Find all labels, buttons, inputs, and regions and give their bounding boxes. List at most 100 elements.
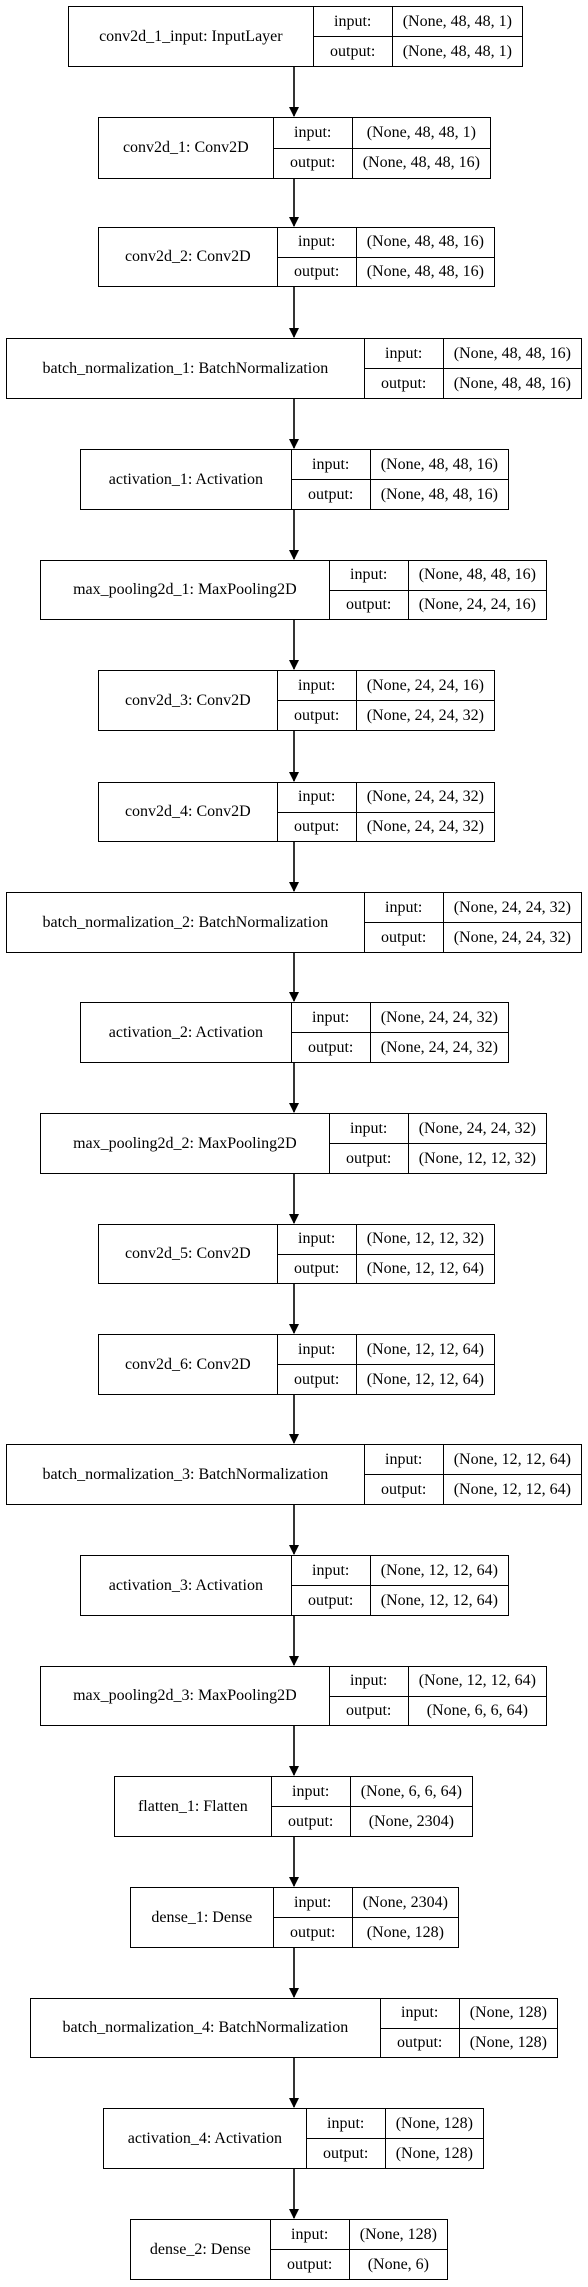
output-shape: (None, 128) (366, 1923, 444, 1941)
output-shape: (None, 48, 48, 16) (380, 485, 498, 503)
layer-name: conv2d_4: Conv2D (99, 783, 278, 841)
io-values: (None, 12, 12, 64)(None, 12, 12, 64) (356, 1335, 494, 1394)
io-values: (None, 48, 48, 16)(None, 48, 48, 16) (370, 450, 508, 509)
input-label: input: (364, 339, 443, 369)
input-label: input: (291, 1003, 370, 1033)
output-label: output: (287, 2255, 333, 2273)
output-label: output: (346, 1701, 392, 1719)
input-shape: (None, 2304) (352, 1888, 458, 1918)
input-shape: (None, 128) (459, 1999, 557, 2029)
io-labels: input:output: (364, 339, 444, 398)
input-shape: (None, 24, 24, 32) (356, 783, 494, 813)
io-values: (None, 128)(None, 6) (349, 2220, 447, 2279)
output-shape: (None, 12, 12, 64) (366, 1259, 484, 1277)
output-label: output: (294, 706, 340, 724)
input-shape: (None, 48, 48, 16) (356, 228, 494, 258)
io-values: (None, 6, 6, 64)(None, 2304) (350, 1777, 472, 1836)
output-label: output: (308, 1591, 354, 1609)
input-label: input: (380, 1999, 459, 2029)
io-labels: input:output: (291, 1003, 371, 1062)
layer-name: conv2d_5: Conv2D (99, 1225, 278, 1283)
input-shape: (None, 12, 12, 64) (408, 1667, 546, 1697)
input-label: input: (291, 1556, 370, 1586)
output-shape: (None, 24, 24, 16) (418, 595, 536, 613)
output-label: output: (288, 1812, 334, 1830)
layer-name: conv2d_1_input: InputLayer (69, 7, 314, 66)
output-label: output: (294, 1370, 340, 1388)
input-shape: (None, 48, 48, 1) (392, 7, 522, 37)
output-shape: (None, 24, 24, 32) (380, 1038, 498, 1056)
io-values: (None, 48, 48, 16)(None, 48, 48, 16) (356, 228, 494, 286)
io-values: (None, 48, 48, 16)(None, 48, 48, 16) (443, 339, 581, 398)
input-label: input: (329, 561, 408, 591)
layer-node: batch_normalization_1: BatchNormalizatio… (6, 338, 582, 399)
output-shape: (None, 48, 48, 16) (453, 374, 571, 392)
output-label: output: (330, 42, 376, 60)
input-label: input: (270, 2220, 349, 2250)
input-shape: (None, 128) (349, 2220, 447, 2250)
output-label: output: (323, 2144, 369, 2162)
output-shape: (None, 12, 12, 64) (380, 1591, 498, 1609)
layer-name: dense_2: Dense (131, 2220, 271, 2279)
layer-name: conv2d_3: Conv2D (99, 671, 278, 730)
io-labels: input:output: (329, 561, 409, 619)
io-labels: input:output: (273, 118, 353, 178)
output-label: output: (381, 1480, 427, 1498)
input-label: input: (291, 450, 370, 480)
output-shape: (None, 48, 48, 16) (362, 154, 480, 172)
input-label: input: (329, 1667, 408, 1697)
io-labels: input: output: (364, 1445, 444, 1504)
output-label: output: (308, 485, 354, 503)
io-labels: input:output: (273, 1888, 353, 1947)
layer-name: max_pooling2d_3: MaxPooling2D (41, 1667, 330, 1725)
layer-name: flatten_1: Flatten (115, 1777, 272, 1836)
io-values: (None, 48, 48, 1)(None, 48, 48, 1) (392, 7, 522, 66)
io-values: (None, 128) (None, 128) (459, 1999, 557, 2057)
io-labels: input:output: (271, 1777, 351, 1836)
input-label: input: (277, 783, 356, 813)
input-shape: (None, 24, 24, 16) (356, 671, 494, 701)
layer-name: activation_3: Activation (81, 1556, 292, 1615)
input-shape: (None, 24, 24, 32) (408, 1114, 546, 1144)
input-shape: (None, 12, 12, 32) (356, 1225, 494, 1255)
layer-name: conv2d_6: Conv2D (99, 1335, 278, 1394)
io-labels: input:output: (364, 893, 444, 952)
io-values: (None, 12, 12, 64)(None, 12, 12, 64) (370, 1556, 508, 1615)
io-labels: input:output: (380, 1999, 460, 2057)
output-shape: (None, 6, 6, 64) (426, 1701, 528, 1719)
output-shape: (None, 128) (469, 2033, 547, 2051)
output-shape: (None, 2304) (368, 1812, 454, 1830)
layer-name: conv2d_2: Conv2D (99, 228, 278, 286)
io-values: (None, 24, 24, 32) (None, 12, 12, 32) (408, 1114, 546, 1173)
layer-name: dense_1: Dense (131, 1888, 274, 1947)
layer-name: conv2d_1: Conv2D (99, 118, 274, 178)
output-label: output: (294, 817, 340, 835)
input-shape: (None, 12, 12, 64) (356, 1335, 494, 1365)
input-label: input: (364, 1445, 443, 1475)
layer-name: max_pooling2d_1: MaxPooling2D (41, 561, 330, 619)
io-values: (None, 12, 12, 64) (None, 12, 12, 64) (443, 1445, 581, 1504)
input-shape: (None, 12, 12, 64) (443, 1445, 581, 1475)
output-shape: (None, 12, 12, 32) (418, 1149, 536, 1167)
io-labels: input: output: (270, 2220, 350, 2279)
io-labels: input:output: (329, 1114, 409, 1173)
output-shape: (None, 12, 12, 64) (453, 1480, 571, 1498)
io-labels: input:output: (277, 671, 357, 730)
output-label: output: (346, 1149, 392, 1167)
input-label: input: (277, 1335, 356, 1365)
io-labels: input: output: (329, 1667, 409, 1725)
layer-name: batch_normalization_3: BatchNormalizatio… (7, 1445, 365, 1504)
io-labels: input:output: (313, 7, 393, 66)
